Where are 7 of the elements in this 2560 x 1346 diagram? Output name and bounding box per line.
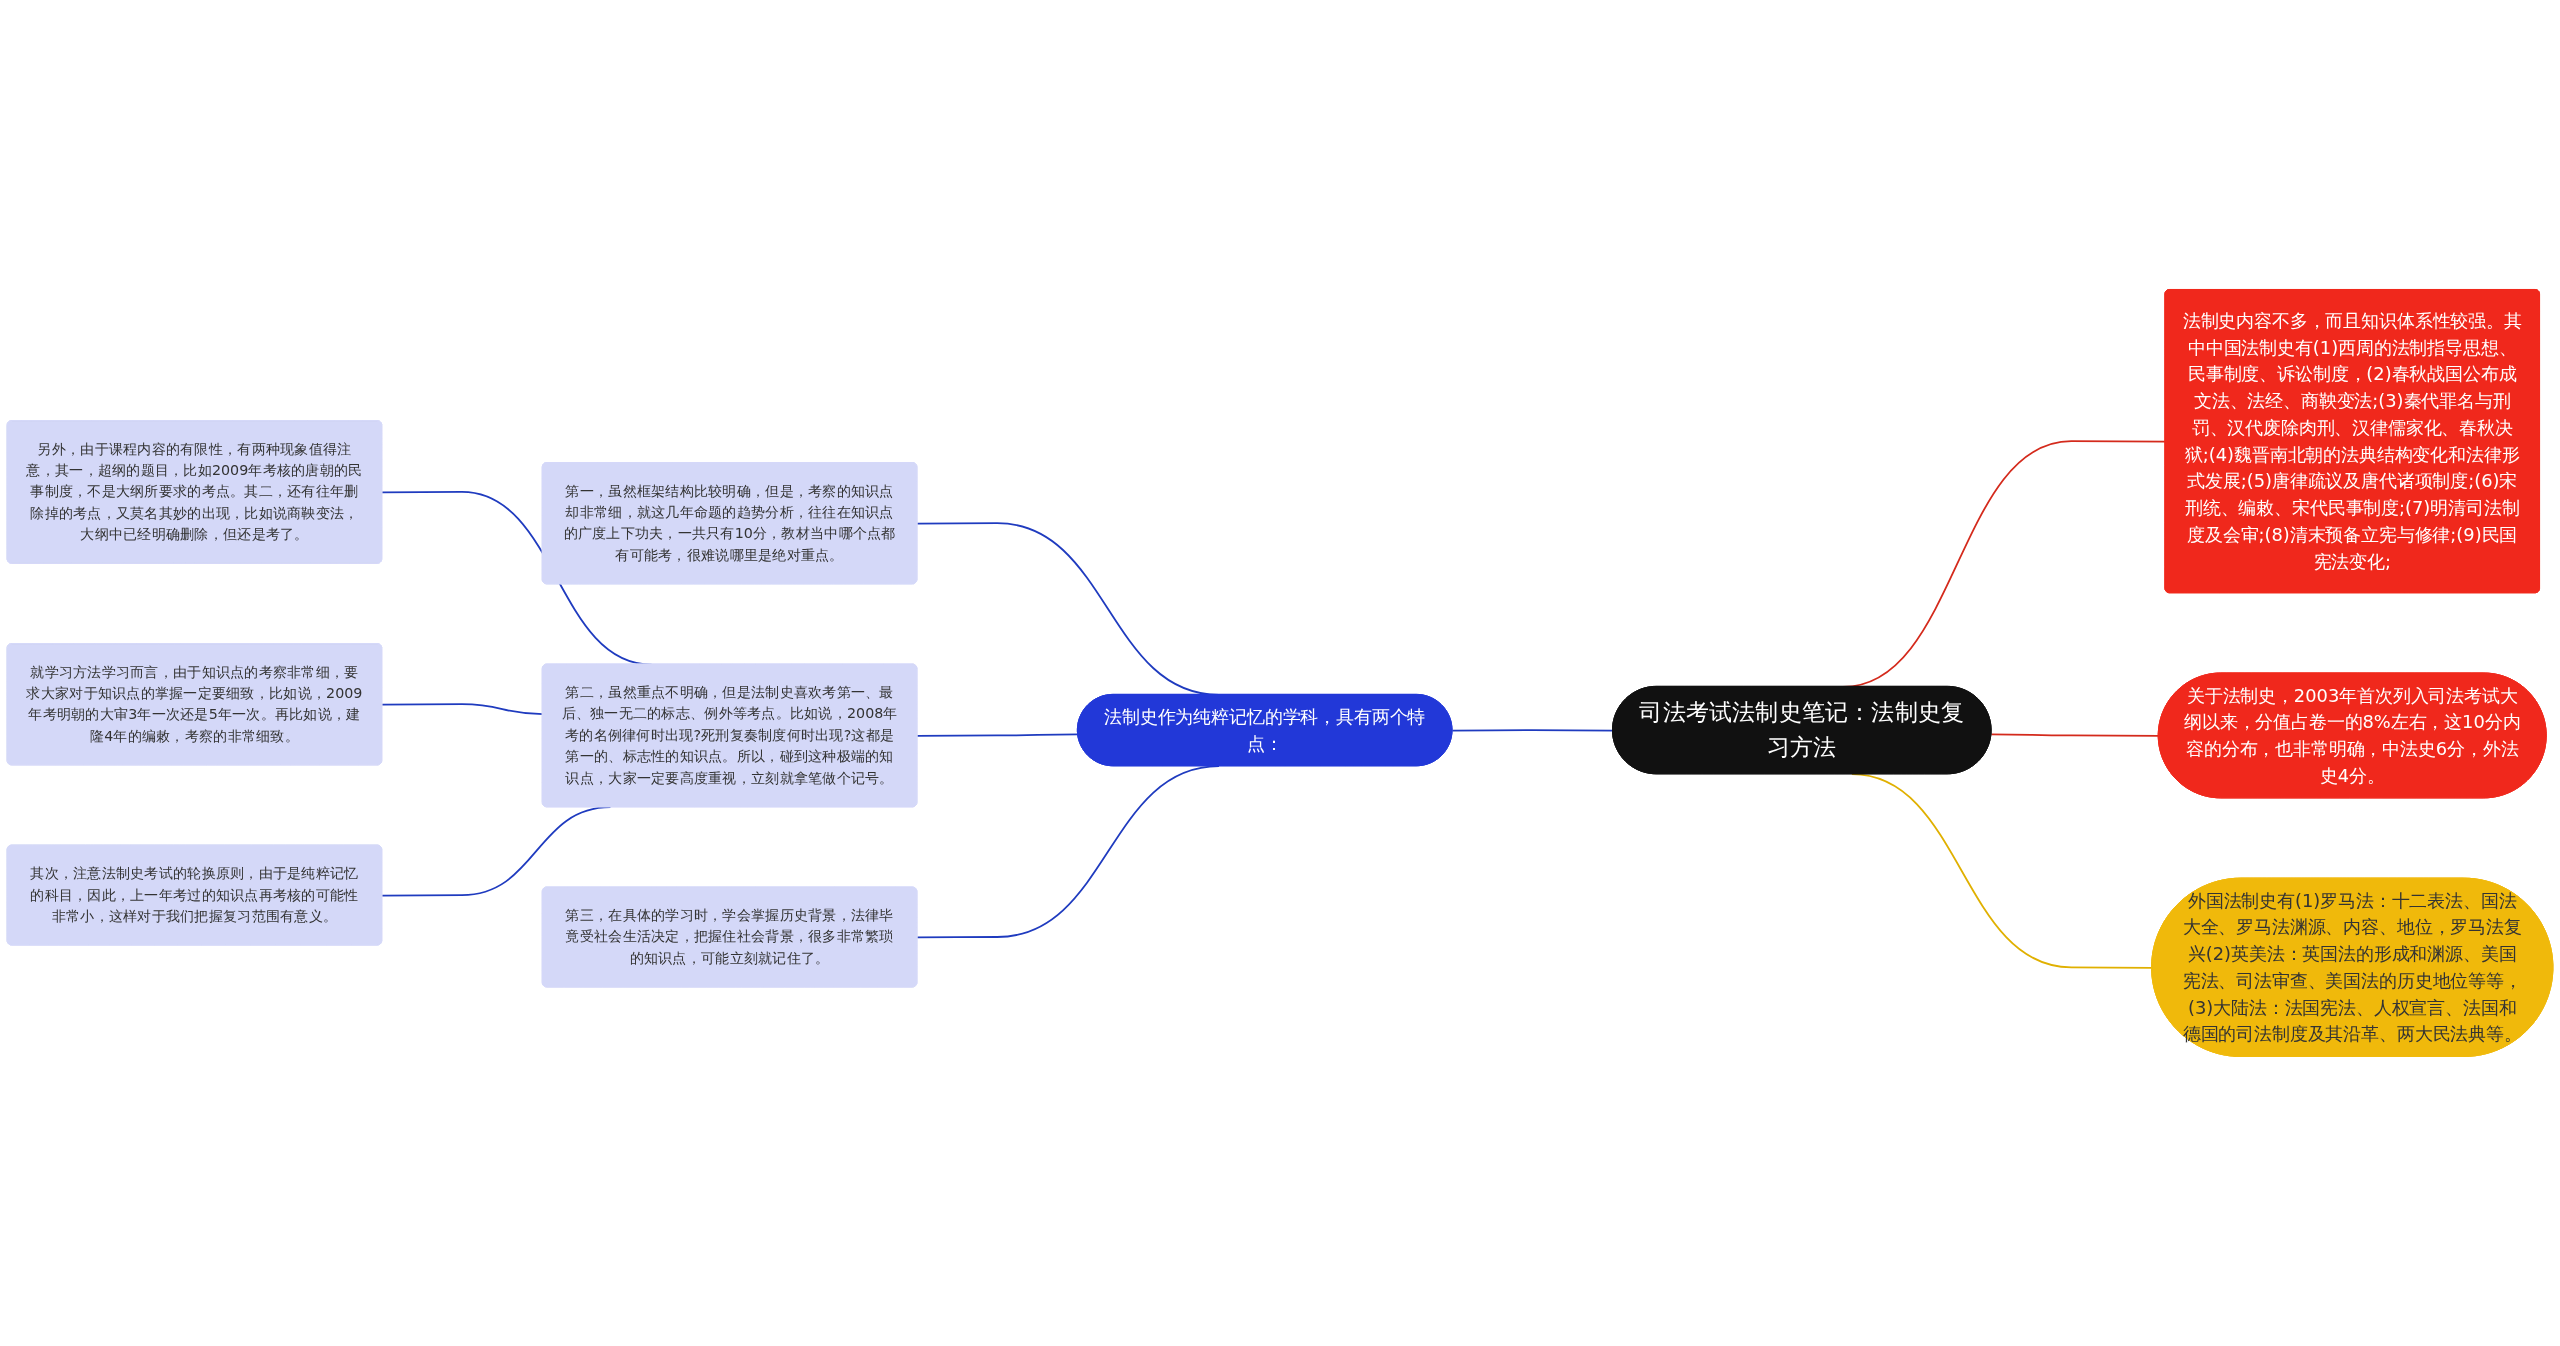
connector — [1851, 773, 2153, 969]
connector — [381, 703, 544, 715]
connector — [1451, 729, 1614, 732]
connector — [916, 733, 1079, 737]
connector — [1990, 733, 2160, 737]
connector — [916, 765, 1220, 939]
connector — [381, 806, 612, 897]
